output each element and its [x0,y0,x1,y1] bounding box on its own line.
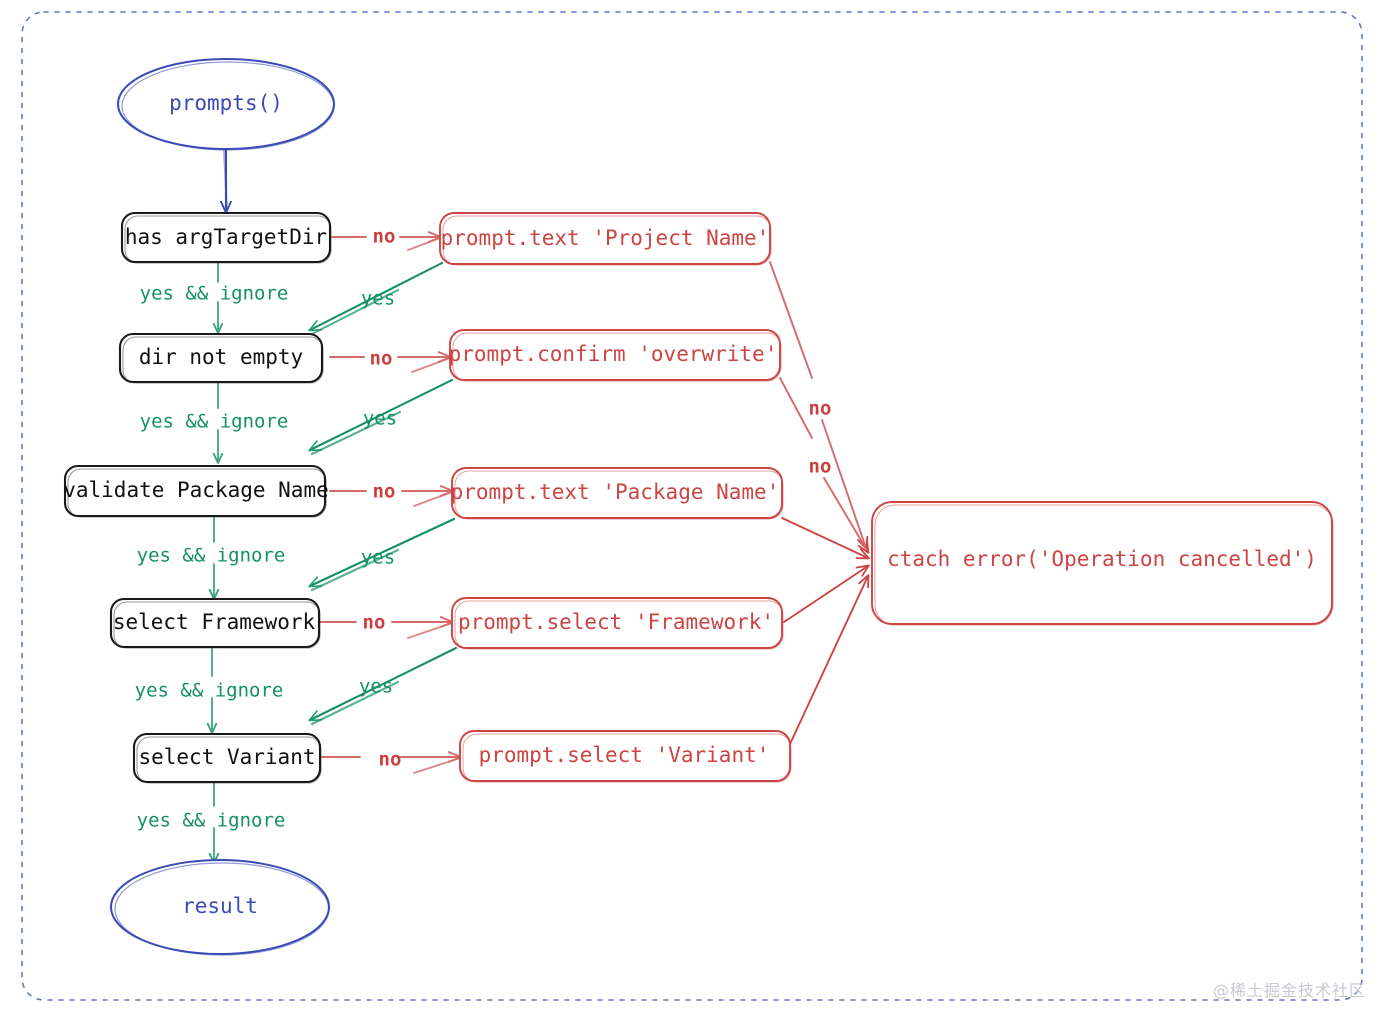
node-prompt-text-project-name[interactable]: prompt.text 'Project Name' [439,212,772,266]
edge-label-yes-and-ignore: yes && ignore [137,545,286,567]
node-result[interactable]: result [110,859,330,956]
node-prompt-confirm-overwrite[interactable]: prompt.confirm 'overwrite' [449,329,782,382]
node-a5-label: prompt.select 'Variant' [479,743,770,767]
node-d1-label: has argTargetDir [125,225,327,249]
edge-label-yes: yes [361,288,395,310]
edge-d3-yes-and-ignore: yes && ignore [137,516,286,598]
node-d4-label: select Framework [113,610,316,634]
edge-label-no: no [363,612,386,634]
node-d5-label: select Variant [138,745,315,769]
node-prompt-select-framework[interactable]: prompt.select 'Framework' [451,597,784,650]
edge-d4-no: no [319,612,452,639]
edge-label-yes: yes [361,547,395,569]
edge-label-yes-and-ignore: yes && ignore [140,411,289,433]
edge-a3-to-catch [781,517,868,558]
edge-label-yes-and-ignore: yes && ignore [140,283,289,305]
node-dir-not-empty[interactable]: dir not empty [118,332,324,384]
node-select-variant[interactable]: select Variant [132,732,322,784]
edge-label-no: no [373,481,396,503]
edge-label-yes-and-ignore: yes && ignore [135,680,284,702]
node-validate-package-name[interactable]: validate Package Name [63,464,329,518]
edge-a2-yes-to-d3: yes [310,378,454,456]
edge-d5-no: no [321,749,460,774]
edge-a3-yes-to-d4: yes [310,517,456,592]
edge-d2-no: no [329,348,450,373]
edge-label-yes: yes [363,408,397,430]
edge-label-no: no [373,226,396,248]
edge-a5-to-catch [789,576,868,745]
node-d2-label: dir not empty [139,345,303,369]
edge-a4-to-catch [783,566,868,623]
edge-label-no: no [809,398,832,420]
node-start-label: prompts() [169,91,283,115]
edge-d1-no: no [331,226,440,251]
node-start[interactable]: prompts() [117,58,335,151]
node-end-label: result [182,894,258,918]
edge-label-no: no [809,456,832,478]
edge-label-yes: yes [359,676,393,698]
edge-start-to-has-argtargetdir [224,146,227,212]
node-a4-label: prompt.select 'Framework' [458,610,774,634]
node-catch-error[interactable]: ctach error('Operation cancelled') [871,501,1334,626]
edge-d4-yes-and-ignore: yes && ignore [135,647,284,732]
node-d3-label: validate Package Name [63,478,329,502]
watermark: @稀土掘金技术社区 [1212,981,1366,1000]
node-a2-label: prompt.confirm 'overwrite' [449,342,778,366]
edge-a2-no-to-catch: no [779,377,868,552]
edge-label-yes-and-ignore: yes && ignore [137,810,286,832]
node-a1-label: prompt.text 'Project Name' [441,226,770,250]
node-has-argtargetdir[interactable]: has argTargetDir [120,211,332,264]
edge-a1-yes-to-d2: yes [310,261,444,336]
node-a3-label: prompt.text 'Package Name' [451,480,780,504]
edge-d3-no: no [329,481,452,507]
node-catch-label: ctach error('Operation cancelled') [887,547,1317,571]
node-prompt-text-package-name[interactable]: prompt.text 'Package Name' [451,467,784,520]
node-prompt-select-variant[interactable]: prompt.select 'Variant' [459,730,792,783]
edge-d2-yes-and-ignore: yes && ignore [140,382,289,462]
node-select-framework[interactable]: select Framework [109,597,321,649]
edge-d5-yes-and-ignore-to-result: yes && ignore [137,782,286,862]
edge-a1-no-to-catch: no [769,261,866,548]
edge-label-no: no [379,749,402,771]
edge-label-no: no [370,348,393,370]
edge-d1-yes-and-ignore: yes && ignore [140,261,289,332]
edge-a4-yes-to-d5: yes [310,646,458,726]
